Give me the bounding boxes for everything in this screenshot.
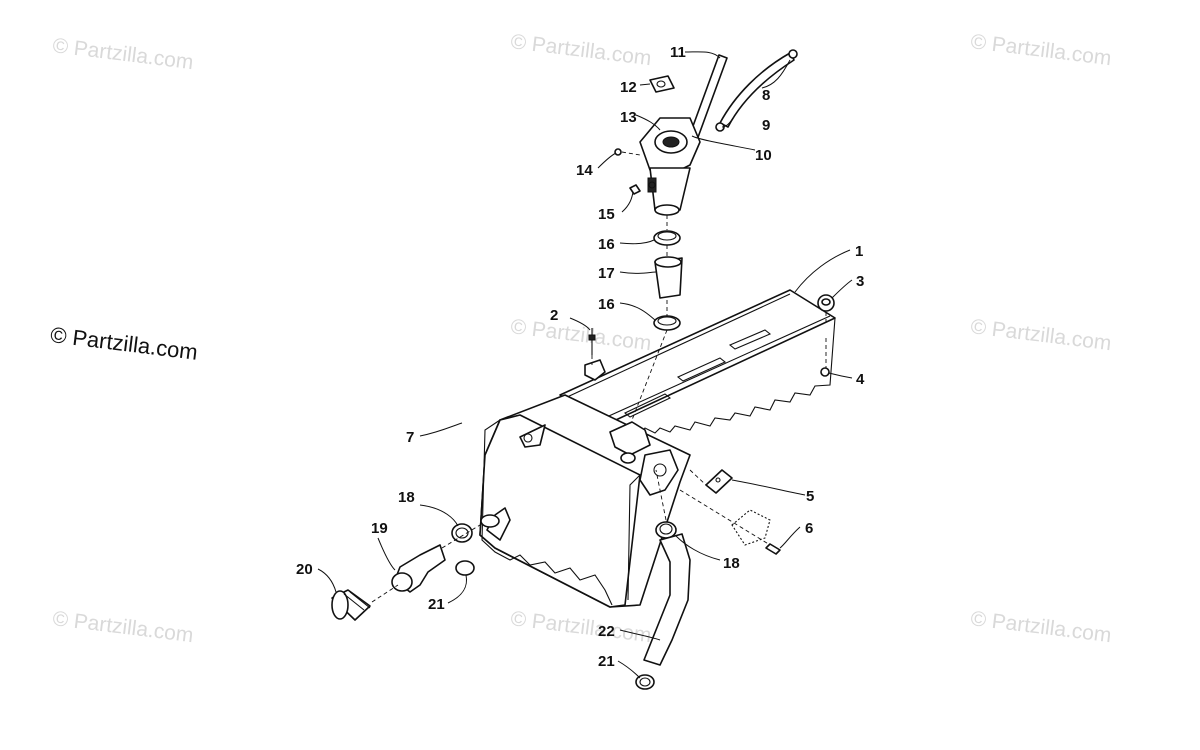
- callout-21-left: 21: [428, 596, 445, 613]
- callout-22: 22: [598, 623, 615, 640]
- callout-14: 14: [576, 162, 593, 179]
- callout-7: 7: [406, 429, 414, 446]
- callout-11: 11: [670, 44, 686, 61]
- outlet-boss: [609, 421, 679, 496]
- watermark: © Partzilla.com: [509, 607, 652, 647]
- callout-8: 8: [762, 87, 770, 104]
- heat-exchanger-plate: [559, 289, 836, 434]
- callout-16-top: 16: [598, 236, 615, 253]
- bolt-part: [679, 489, 781, 555]
- bracket-part: [689, 469, 733, 494]
- callout-13: 13: [620, 109, 637, 126]
- stud-part: [584, 328, 606, 381]
- watermark: © Partzilla.com: [509, 315, 652, 355]
- callout-2: 2: [550, 307, 558, 324]
- filler-assembly: [614, 49, 798, 421]
- watermark: © Partzilla.com: [969, 607, 1112, 647]
- watermark: © Partzilla.com: [969, 30, 1112, 70]
- callout-17: 17: [598, 265, 615, 282]
- heat-exchanger-housing: [479, 394, 691, 608]
- callout-18-right: 18: [723, 555, 740, 572]
- lower-hose-assembly: [331, 469, 691, 690]
- callout-16-bottom: 16: [598, 296, 615, 313]
- leader-lines: [317, 51, 853, 679]
- callout-5: 5: [806, 488, 814, 505]
- callout-labels: 11 8 9 10 12 13 14 15 16 17 16 1 3 4 2 7…: [296, 44, 865, 670]
- callout-6: 6: [805, 520, 813, 537]
- callout-1: 1: [855, 243, 863, 260]
- callout-12: 12: [620, 79, 637, 96]
- callout-15: 15: [598, 206, 615, 223]
- watermark: © Partzilla.com: [509, 30, 652, 70]
- callout-21-bottom: 21: [598, 653, 615, 670]
- watermark: © Partzilla.com: [51, 607, 194, 647]
- callout-3: 3: [856, 273, 864, 290]
- callout-10: 10: [755, 147, 772, 164]
- callout-9: 9: [762, 117, 770, 134]
- callout-20: 20: [296, 561, 313, 578]
- callout-18-left: 18: [398, 489, 415, 506]
- screw-part: [820, 338, 830, 377]
- grommet-part: [817, 294, 835, 322]
- watermark: © Partzilla.com: [969, 315, 1112, 355]
- watermark: © Partzilla.com: [51, 34, 194, 74]
- callout-4: 4: [856, 371, 865, 388]
- callout-19: 19: [371, 520, 388, 537]
